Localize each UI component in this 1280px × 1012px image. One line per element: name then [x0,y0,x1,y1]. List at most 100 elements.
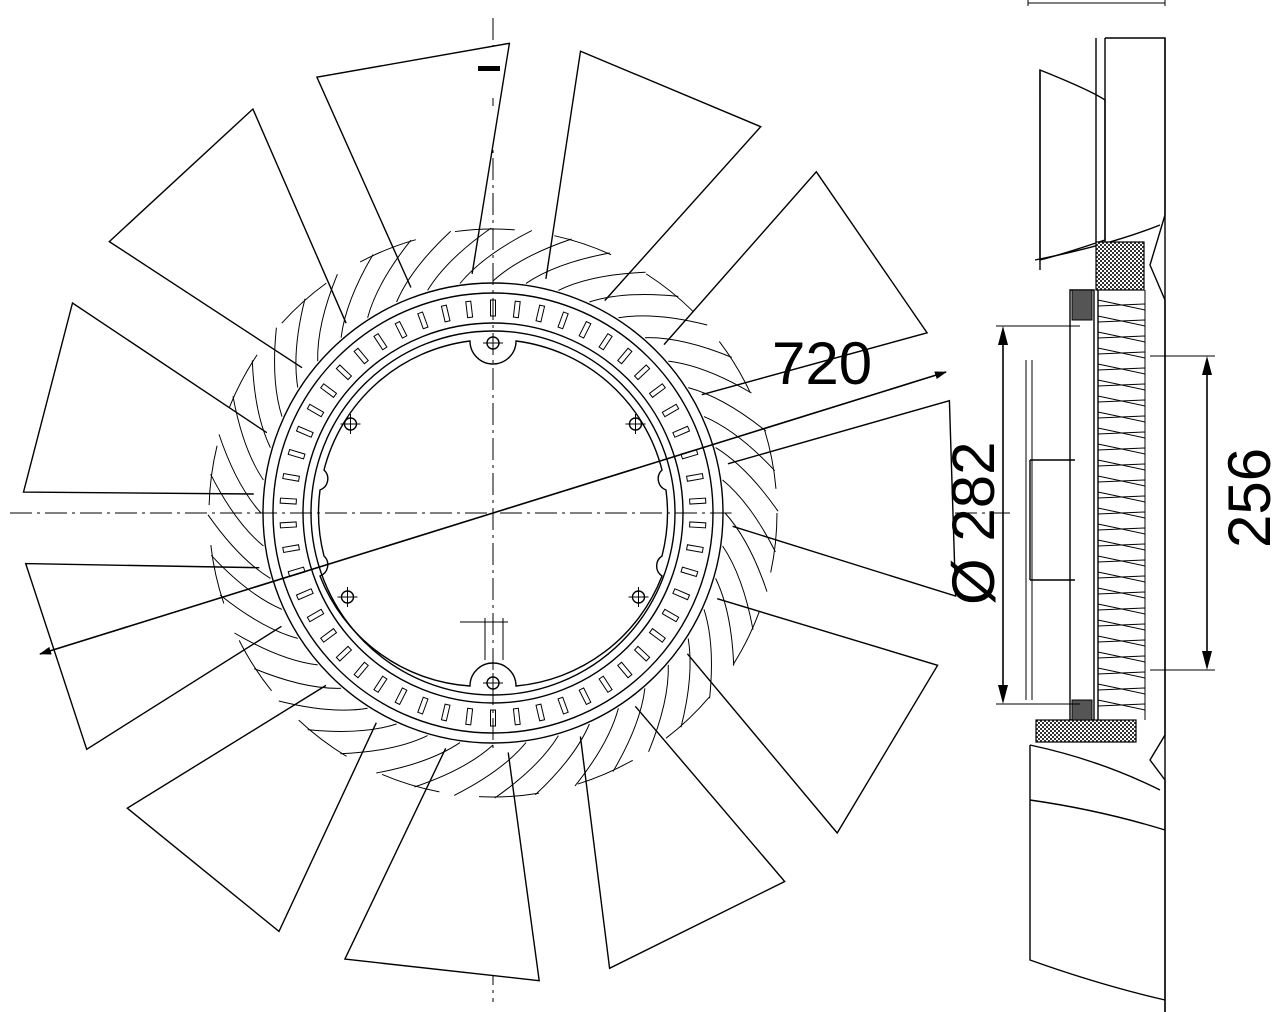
hub-diameter-label: Ø 282 [940,442,1007,605]
side-rib [1097,303,1146,307]
fan-blade [22,301,268,495]
hub-rib [589,294,679,303]
ring-slot [335,364,353,381]
front-view: 720 [10,18,1010,1002]
outer-hub-ring [262,282,724,744]
outer-diameter-dimension-line [492,371,947,514]
slot-ring-outer [272,292,714,734]
side-rib [1097,671,1146,675]
ring-slot [490,299,496,317]
slot-ring-inner [302,322,684,704]
outer-diameter-label: 720 [772,330,872,397]
ring-slot [440,304,451,323]
hub-rib [724,512,768,592]
hub-rib [680,638,691,728]
fan-blade [315,42,511,288]
ring-slot [394,687,408,706]
fan-blade [343,747,541,982]
hub-section-bottom [1035,719,1137,743]
ring-slot [672,588,691,601]
ring-slot [617,661,633,679]
inner-hub-ring [310,330,676,696]
bolt-circle-label: 256 [1216,448,1280,548]
hub-bore [317,340,669,687]
side-rib [1097,463,1146,467]
rib-outer-edge [208,228,778,798]
ring-slot [287,448,306,460]
hub-rib [688,387,767,432]
fan-blade [727,399,957,598]
side-rib [1097,527,1146,531]
side-rib [1097,623,1146,627]
ring-slot [465,300,474,319]
small-dimension-mark [460,618,508,660]
side-rib [1097,703,1146,707]
fan-blade [579,705,786,970]
ring-slot [335,645,353,662]
hub-rib [232,396,264,481]
ring-slot [490,709,496,727]
ring-slot [295,588,314,601]
hub-rib [534,723,590,796]
ring-slot [686,544,704,554]
side-rib [1097,495,1146,499]
ring-slot [353,661,369,679]
ring-slot [598,332,613,351]
hub-rib [414,744,494,788]
ring-slot [557,696,569,715]
ring-slot [686,472,704,482]
hub-rib [251,360,271,448]
hub-rib [492,238,572,282]
ring-slot [535,703,546,722]
hub-rib [317,274,338,362]
side-rib [1097,335,1146,339]
hub-rib [715,447,779,512]
hub-rib [207,514,271,579]
ring-slot [394,320,408,339]
side-rib [1097,383,1146,387]
hub-rib [494,735,559,799]
hub-rib [703,609,712,699]
ring-slot [535,304,546,323]
hub-rib [525,252,610,284]
curved-ribs [207,227,779,799]
ring-slot [417,311,429,330]
hub-rib [715,578,735,666]
side-rib [1097,319,1146,323]
hub-rib [644,337,732,358]
ring-slot [319,627,338,643]
side-ribs [1097,290,1146,720]
hub-rib [459,230,533,284]
side-rib [1097,479,1146,483]
ring-slot [680,566,699,578]
bolt-holes [337,333,649,693]
fan-blade [686,598,939,835]
side-rib [1097,575,1146,579]
ring-slot [319,383,338,399]
fan-blade [663,170,929,396]
ring-slot [440,703,451,722]
ring-slot [353,347,369,365]
ring-slot [373,675,388,694]
ring-slot [672,425,691,438]
ring-slot [279,497,297,505]
blade-marking [478,66,500,71]
ring-slot [282,472,300,482]
fan-blades [22,42,957,982]
hub-rib [340,735,428,755]
hub-rib [219,594,298,639]
hub-rib [574,708,619,787]
hub-rib [295,298,306,388]
hub-rib [218,434,262,514]
side-rib [1097,447,1146,451]
ring-slot [465,707,474,726]
ring-slot [617,347,633,365]
side-rib [1097,559,1146,563]
side-rib [1097,655,1146,659]
side-rib [1097,639,1146,643]
side-rib [1097,511,1146,515]
hub-rib [254,668,342,689]
ring-slot [306,608,325,623]
side-rib [1097,399,1146,403]
